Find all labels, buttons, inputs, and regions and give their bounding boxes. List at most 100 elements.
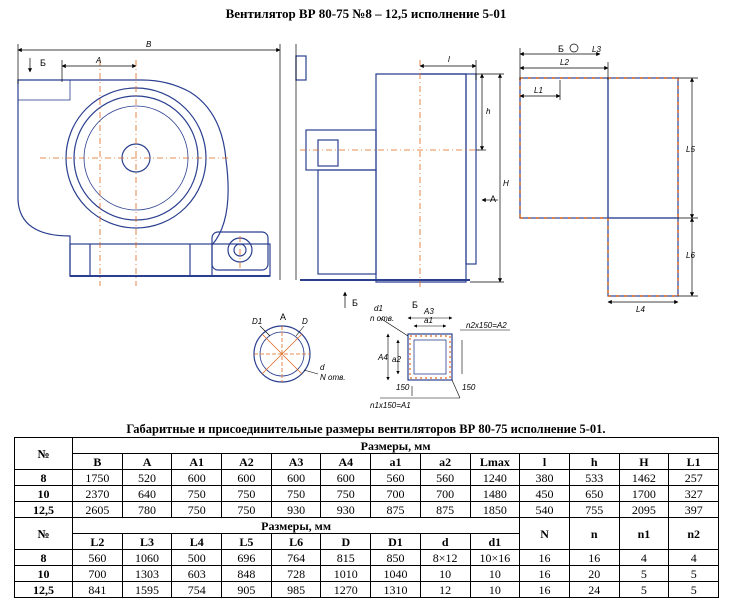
dim-L4: L4: [636, 305, 645, 314]
table-cell: 10×16: [469, 549, 521, 566]
dim-D1: D1: [252, 317, 262, 326]
column-header: n1: [618, 517, 670, 550]
fan-plan-view: [519, 77, 679, 297]
column-header: H: [618, 453, 670, 470]
dim-L5: L5: [686, 145, 695, 154]
table-cell: 600: [320, 469, 372, 486]
dimensions-header: Размеры, мм: [71, 517, 521, 534]
column-header: l: [519, 453, 570, 470]
table-cell: 1040: [370, 565, 421, 582]
column-header: B: [72, 453, 123, 470]
column-header: N: [519, 517, 570, 550]
table-cell: 754: [171, 581, 223, 598]
dim-L6: L6: [686, 251, 695, 260]
table-cell: 1010: [320, 565, 372, 582]
column-header: n: [568, 517, 620, 550]
page-title: Вентилятор ВР 80-75 №8 – 12,5 исполнение…: [225, 6, 507, 21]
column-header: D: [320, 533, 372, 550]
table-cell: 848: [221, 565, 272, 582]
dim-d1: d1: [374, 304, 383, 313]
table-cell: 1480: [469, 485, 521, 502]
row-label: 8: [14, 549, 73, 566]
table-cell: 327: [668, 485, 720, 502]
table-cell: 16: [519, 581, 570, 598]
table-cell: 1462: [618, 469, 670, 486]
column-header: Lmax: [469, 453, 521, 470]
column-header: L6: [270, 533, 322, 550]
table-cell: 700: [419, 485, 471, 502]
column-header: a2: [419, 453, 471, 470]
table-cell: 780: [121, 501, 173, 518]
view-B-label: Б: [40, 58, 46, 68]
column-header: L3: [121, 533, 173, 550]
view-B-arrow-label: Б: [352, 298, 358, 308]
table-cell: 380: [519, 469, 570, 486]
table-cell: 755: [568, 501, 620, 518]
dim-D: D: [302, 317, 308, 326]
table-cell: 750: [270, 485, 322, 502]
table-cell: 2605: [72, 501, 123, 518]
dim-B: B: [146, 40, 152, 49]
dimensions-header: Размеры, мм: [71, 437, 720, 454]
table-cell: 600: [171, 469, 223, 486]
table-cell: 600: [221, 469, 272, 486]
table-cell: 16: [519, 549, 570, 566]
column-header: L5: [221, 533, 272, 550]
column-header: L2: [72, 533, 123, 550]
table-cell: 750: [171, 485, 223, 502]
dim-150-left: 150: [396, 383, 410, 392]
table-cell: 560: [72, 549, 123, 566]
column-header: d1: [469, 533, 521, 550]
square-flange-view: [407, 333, 453, 381]
table-cell: 700: [72, 565, 123, 582]
dim-a2: a2: [392, 355, 401, 364]
table-cell: 764: [270, 549, 322, 566]
table-cell: 560: [419, 469, 471, 486]
table-cell: 985: [270, 581, 322, 598]
table-cell: 16: [568, 549, 620, 566]
dim-h: h: [486, 107, 491, 116]
table-cell: 875: [370, 501, 421, 518]
table-cell: 2095: [618, 501, 670, 518]
fan-side-view: [295, 55, 477, 283]
table-cell: 696: [221, 549, 272, 566]
table-cell: 10: [419, 565, 471, 582]
dim-d-round: d: [320, 363, 325, 372]
table-cell: 650: [568, 485, 620, 502]
table-cell: 700: [370, 485, 421, 502]
dim-A: A: [95, 56, 101, 65]
dim-n-holes: n отв.: [370, 314, 394, 323]
dim-n1: n1x150=A1: [370, 401, 411, 410]
table-cell: 750: [221, 485, 272, 502]
dim-L3: L3: [592, 45, 601, 54]
table-cell: 5: [618, 581, 670, 598]
column-header: d: [419, 533, 471, 550]
round-view-A: А: [280, 312, 286, 322]
column-header: a1: [370, 453, 421, 470]
table-cell: 600: [270, 469, 322, 486]
table-cell: 520: [121, 469, 173, 486]
row-label: 8: [14, 469, 73, 486]
dim-l: l: [448, 55, 450, 64]
table-cell: 1303: [121, 565, 173, 582]
dim-150-right: 150: [462, 383, 476, 392]
table-cell: 750: [320, 485, 372, 502]
column-header: h: [568, 453, 620, 470]
dim-N-holes: N отв.: [320, 373, 346, 382]
dim-L2: L2: [560, 58, 569, 67]
table-cell: 1240: [469, 469, 521, 486]
table-cell: 4: [668, 549, 720, 566]
table-cell: 24: [568, 581, 620, 598]
dim-a1: a1: [424, 316, 433, 325]
fan-front-view: [17, 79, 271, 277]
table-cell: 603: [171, 565, 223, 582]
dim-n2: n2x150=A2: [466, 321, 507, 330]
